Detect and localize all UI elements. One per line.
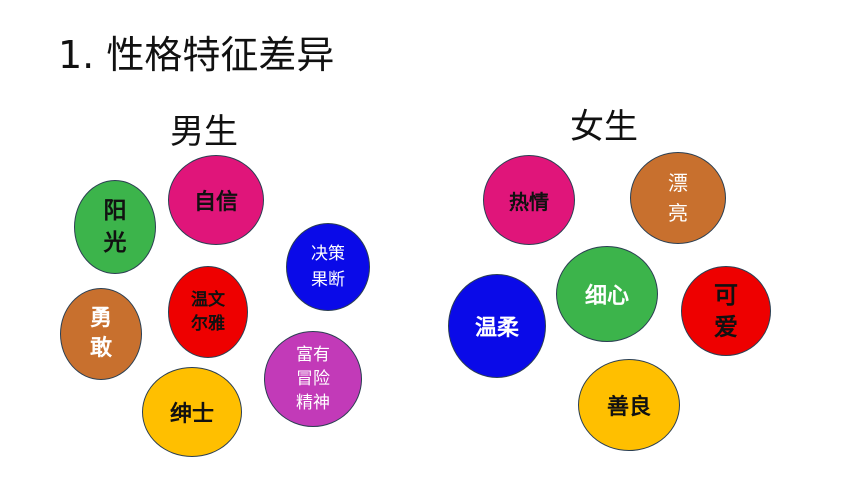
trait-bubble-juecejueduan: 决策 果断 [286,223,370,311]
trait-bubble-shanliang: 善良 [578,359,680,451]
trait-bubble-zixin: 自信 [168,155,264,245]
trait-bubble-piaoliang: 漂 亮 [630,152,726,244]
trait-label: 漂 亮 [668,171,688,225]
trait-bubble-yangguang: 阳 光 [74,180,156,274]
trait-bubble-fuyoumaoxian: 富有 冒险 精神 [264,331,362,427]
trait-bubble-keai: 可 爱 [681,266,771,356]
trait-label: 温柔 [474,316,519,341]
trait-label: 富有 冒险 精神 [296,345,330,413]
trait-bubble-wenrou: 温柔 [448,274,546,378]
trait-label: 可 爱 [714,281,738,341]
trait-label: 自信 [193,190,238,215]
male-group-title: 男生 [170,112,238,152]
trait-label: 勇 敢 [89,306,112,361]
trait-bubble-xixin: 细心 [556,246,658,342]
trait-label: 善良 [606,395,651,420]
trait-label: 温文 尔雅 [191,290,225,334]
trait-label: 阳 光 [103,198,127,256]
trait-label: 决策 果断 [311,244,345,290]
trait-bubble-reqing: 热情 [483,155,575,245]
trait-label: 绅士 [169,402,214,427]
trait-bubble-yonggan: 勇 敢 [60,288,142,380]
trait-bubble-shenshi: 绅士 [142,367,242,457]
female-group-title: 女生 [570,107,638,147]
trait-label: 热情 [509,189,549,214]
page-title: 1. 性格特征差异 [58,33,335,77]
trait-label: 细心 [584,284,629,309]
trait-bubble-wenwenerya: 温文 尔雅 [168,266,248,358]
